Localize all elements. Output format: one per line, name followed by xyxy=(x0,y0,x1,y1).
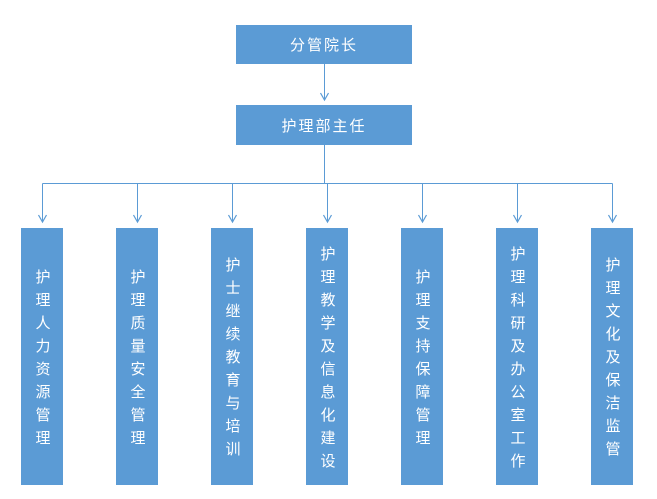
column-label: 护理教学及信息化建设 xyxy=(318,245,336,476)
root-box-label: 分管院长 xyxy=(289,37,358,54)
column-box-research-office: 护理科研及办公室工作 xyxy=(496,228,538,485)
manager-box-label: 护理部主任 xyxy=(281,117,367,135)
column-label: 护士继续教育与培训 xyxy=(223,257,241,464)
column-box-quality-safety: 护理质量安全管理 xyxy=(116,228,158,485)
column-box-human-resources: 护理人力资源管理 xyxy=(21,228,63,485)
column-label: 护理人力资源管理 xyxy=(33,268,51,453)
column-box-support-guarantee: 护理支持保障管理 xyxy=(401,228,443,485)
column-label: 护理文化及保洁监管 xyxy=(603,257,621,464)
column-box-continuing-education: 护士继续教育与培训 xyxy=(211,228,253,485)
column-label: 护理科研及办公室工作 xyxy=(508,245,526,476)
manager-box-nursing-director: 护理部主任 xyxy=(236,105,412,145)
column-label: 护理质量安全管理 xyxy=(128,268,146,453)
column-box-teaching-informatization: 护理教学及信息化建设 xyxy=(306,228,348,485)
column-box-culture-cleaning: 护理文化及保洁监管 xyxy=(591,228,633,485)
column-label: 护理支持保障管理 xyxy=(413,268,431,453)
root-box-vice-president: 分管院长 xyxy=(236,25,412,64)
